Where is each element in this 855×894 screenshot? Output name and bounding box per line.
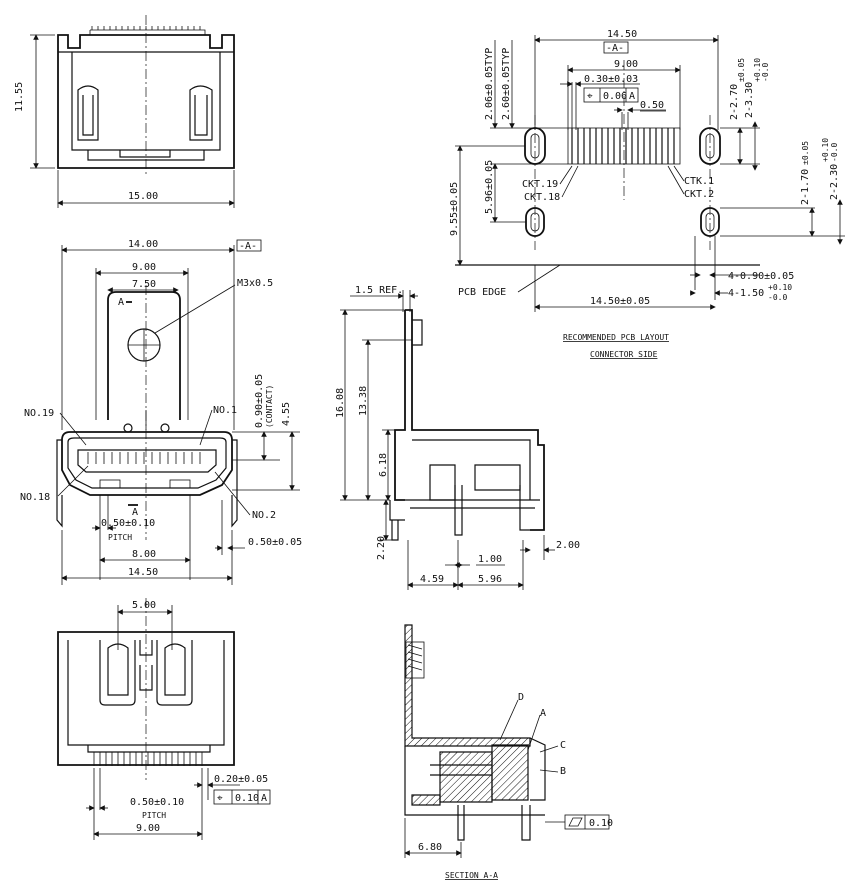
front-dim-8: 8.00 bbox=[132, 549, 156, 560]
side-dim-1608: 16.08 bbox=[335, 388, 346, 418]
bottom-pins bbox=[93, 752, 203, 766]
pcb-pos-value: 0.06 bbox=[603, 91, 627, 102]
top-pin-comb bbox=[91, 26, 201, 30]
pcb-typ2: 2.60±0.05TYP bbox=[501, 48, 512, 120]
top-width-dim: 15.00 bbox=[128, 191, 158, 202]
bottom-tol-value: 0.10 bbox=[235, 793, 259, 804]
label-no2: NO.2 bbox=[252, 510, 276, 521]
section-flat-value: 0.10 bbox=[589, 818, 613, 829]
bottom-pitch-label: PITCH bbox=[142, 811, 166, 820]
pcb-datum-box: -A- bbox=[606, 43, 624, 54]
section-label-b: B bbox=[560, 766, 566, 777]
pcb-r-330-tol-bot: -0.0 bbox=[761, 63, 770, 82]
front-pitch-dim: 0.50±0.10 bbox=[101, 518, 155, 529]
section-label-c: C bbox=[560, 740, 566, 751]
contact-dim: 0.90±0.05 bbox=[254, 374, 265, 428]
side-dim-100: 1.00 bbox=[478, 554, 502, 565]
pcb-r-170-tol: ±0.05 bbox=[801, 141, 810, 165]
pcb-r-150-tol-top: +0.10 bbox=[768, 283, 792, 292]
side-dim-459: 4.59 bbox=[420, 574, 444, 585]
pcb-dim-bottom: 14.50±0.05 bbox=[590, 296, 650, 307]
front-dim-9: 9.00 bbox=[132, 262, 156, 273]
pcb-r-150-tol-bot: -0.0 bbox=[768, 293, 787, 302]
pcb-dim-9: 9.00 bbox=[614, 59, 638, 70]
pcb-r-230-tol-bot: -0.0 bbox=[830, 143, 839, 162]
section-title: SECTION A-A bbox=[445, 871, 498, 880]
side-view: 1.5 REF. 16.08 13.38 6.18 2.20 4.59 bbox=[335, 285, 580, 590]
section-cut-top: A bbox=[118, 297, 124, 308]
top-view: 11.55 15.00 bbox=[14, 15, 235, 208]
pcb-r-330: 2-3.30 bbox=[744, 82, 755, 118]
bottom-pitch-dim: 0.50±0.10 bbox=[130, 797, 184, 808]
pcb-ctk1: CTK.1 bbox=[684, 176, 714, 187]
pcb-r-330-tol-top: +0.10 bbox=[753, 58, 762, 82]
contact-note: (CONTACT) bbox=[265, 385, 274, 428]
pcb-ckt19: CKT.19 bbox=[522, 179, 558, 190]
front-pitch-label: PITCH bbox=[108, 533, 132, 542]
bottom-tol-symbol: ⌖ bbox=[217, 793, 223, 804]
pcb-r-230: 2-2.30 bbox=[829, 164, 840, 200]
side-dim-596: 5.96 bbox=[478, 574, 502, 585]
pcb-dim-1450: 14.50 bbox=[607, 29, 637, 40]
pcb-title2: CONNECTOR SIDE bbox=[590, 350, 658, 359]
pcb-ckt18: CKT.18 bbox=[524, 192, 560, 203]
side-dim-1338: 13.38 bbox=[358, 386, 369, 416]
front-view: 14.00 -A- 9.00 7.50 A M3x0.5 A bbox=[20, 239, 302, 585]
label-no19: NO.19 bbox=[24, 408, 54, 419]
side-dim-200: 2.00 bbox=[556, 540, 580, 551]
front-datum-box: -A- bbox=[239, 241, 257, 252]
bottom-dim-9: 9.00 bbox=[136, 823, 160, 834]
pcb-pos-symbol: ⌖ bbox=[587, 91, 593, 102]
label-no18: NO.18 bbox=[20, 492, 50, 503]
section-label-a: A bbox=[540, 708, 546, 719]
side-dim-220: 2.20 bbox=[376, 536, 387, 560]
front-contacts bbox=[87, 452, 201, 464]
bottom-view: 5.00 0.20±0.05 ⌖ 0.10 A 0.50±0.10 PITCH bbox=[57, 598, 271, 840]
pcb-r-150: 4-1.50 bbox=[728, 288, 764, 299]
section-view: D A C B 0.10 6.80 SECTION A-A bbox=[404, 624, 613, 880]
side-ref: 1.5 REF. bbox=[355, 285, 403, 296]
top-height-dim: 11.55 bbox=[14, 82, 25, 112]
pcb-title1: RECOMMENDED PCB LAYOUT bbox=[563, 333, 669, 342]
front-dim-1450: 14.50 bbox=[128, 567, 158, 578]
pcb-r-170: 2-1.70 bbox=[800, 169, 811, 205]
side-dim-618: 6.18 bbox=[378, 453, 389, 477]
front-dim-455: 4.55 bbox=[281, 402, 292, 426]
pcb-dim-596: 5.96±0.05 bbox=[484, 160, 495, 214]
label-no1: NO.1 bbox=[213, 405, 237, 416]
pcb-typ1: 2.06±0.05TYP bbox=[484, 48, 495, 120]
pcb-dim-955: 9.55±0.05 bbox=[449, 182, 460, 236]
bottom-dim-5: 5.00 bbox=[132, 600, 156, 611]
pcb-layout: 14.50 -A- 9.00 0.30±0.03 ⌖ 0.06 A 0.50 bbox=[449, 29, 845, 359]
pcb-pad-dim: 0.30±0.03 bbox=[584, 74, 638, 85]
front-dim-050: 0.50±0.05 bbox=[248, 537, 302, 548]
front-dim-750: 7.50 bbox=[132, 279, 156, 290]
pcb-dim-050: 0.50 bbox=[640, 100, 664, 111]
pcb-pos-datum: A bbox=[629, 91, 635, 102]
pcb-r-270: 2-2.70 bbox=[729, 84, 740, 120]
bottom-dim-020: 0.20±0.05 bbox=[214, 774, 268, 785]
pcb-r-090: 4-0.90±0.05 bbox=[728, 271, 794, 282]
pcb-ckt2: CKT.2 bbox=[684, 189, 714, 200]
front-dim-14: 14.00 bbox=[128, 239, 158, 250]
bottom-tol-datum: A bbox=[261, 793, 267, 804]
section-cut-bottom: A bbox=[132, 507, 138, 518]
pcb-r-230-tol-top: +0.10 bbox=[821, 138, 830, 162]
pcb-edge-label: PCB EDGE bbox=[458, 287, 506, 298]
section-dim-680: 6.80 bbox=[418, 842, 442, 853]
section-label-d: D bbox=[518, 692, 524, 703]
pcb-r-270-tol: ±0.05 bbox=[737, 58, 746, 82]
screw-label: M3x0.5 bbox=[237, 278, 273, 289]
